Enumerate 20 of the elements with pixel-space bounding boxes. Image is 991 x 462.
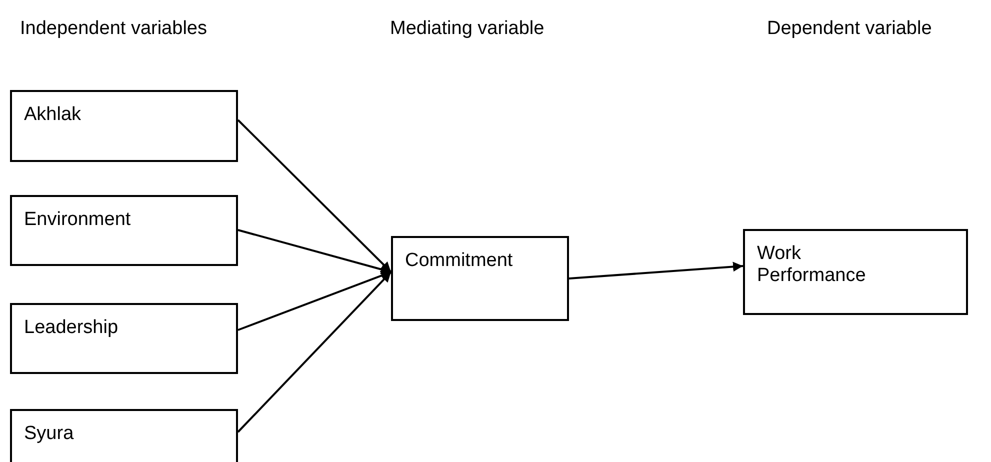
variable-box (391, 236, 569, 321)
variable-box (743, 229, 968, 315)
arrow (237, 119, 392, 273)
column-heading: Independent variables (20, 18, 207, 40)
column-heading: Dependent variable (767, 18, 932, 40)
node-label: Commitment (405, 250, 513, 272)
arrow (238, 229, 392, 274)
node-label: Environment (24, 209, 131, 231)
column-heading: Mediating variable (390, 18, 544, 40)
variable-box (10, 409, 238, 462)
arrow (568, 262, 744, 280)
node-label: Akhlak (24, 104, 82, 126)
node-label: Work Performance (757, 243, 867, 287)
variable-box (10, 195, 238, 266)
arrow (237, 271, 392, 433)
variable-box (10, 90, 238, 162)
node-label: Leadership (24, 317, 118, 339)
node-label: Syura (24, 423, 74, 445)
variable-box (10, 303, 238, 374)
arrow (238, 270, 392, 331)
